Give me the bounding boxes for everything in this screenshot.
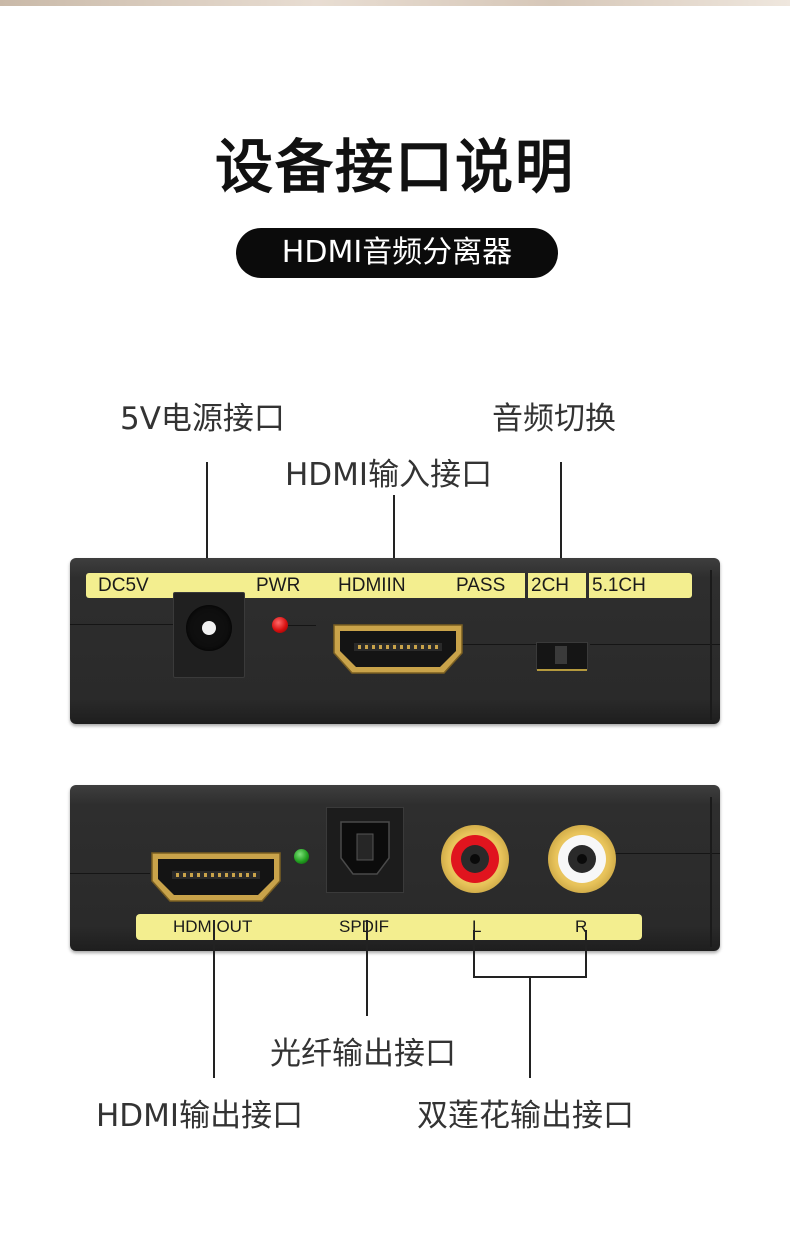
callout-hdmi-out-port: HDMI输出接口 <box>96 1098 304 1134</box>
panel-seam <box>610 853 720 854</box>
callout-optical-out-port: 光纤输出接口 <box>270 1036 456 1072</box>
callout-audio-switch: 音频切换 <box>492 401 616 437</box>
rear-label-strip: HDMIOUT SPDIF L R <box>136 914 642 940</box>
signal-led <box>294 849 309 864</box>
callout-hdmi-in-port: HDMI输入接口 <box>285 457 493 493</box>
leader-line-rca-stem <box>529 976 531 1078</box>
label-hdmi-in: HDMIIN <box>338 575 406 596</box>
audio-mode-switch[interactable] <box>536 642 588 671</box>
page-title: 设备接口说明 <box>214 133 575 201</box>
rca-left-jack[interactable] <box>441 825 509 893</box>
rca-left-pin <box>470 854 480 864</box>
label-right: R <box>575 917 588 936</box>
optical-socket-icon <box>340 821 390 875</box>
power-led <box>272 617 288 633</box>
front-label-strip: DC5V PWR HDMIIN PASS 2CH 5.1CH <box>86 573 692 598</box>
panel-seam <box>460 644 540 645</box>
leader-line-rca-left <box>473 930 475 978</box>
panel-edge <box>710 797 712 947</box>
label-pass: PASS <box>456 575 506 596</box>
panel-seam <box>288 625 316 626</box>
leader-line-switch <box>560 462 562 648</box>
rca-left-center <box>461 845 489 873</box>
label-5-1ch: 5.1CH <box>592 575 646 596</box>
rca-right-pin <box>577 854 587 864</box>
rear-panel: HDMIOUT SPDIF L R <box>70 785 720 951</box>
leader-line-optical <box>366 920 368 1016</box>
top-photo-strip <box>0 0 790 6</box>
switch-knob[interactable] <box>555 646 567 664</box>
dc-jack-socket <box>186 605 232 651</box>
callout-rca-out-port: 双莲花输出接口 <box>417 1098 634 1134</box>
panel-seam <box>590 644 720 645</box>
label-pwr: PWR <box>256 575 301 596</box>
strip-divider <box>586 573 589 598</box>
rca-right-jack[interactable] <box>548 825 616 893</box>
rca-left-ring <box>451 835 499 883</box>
label-dc5v: DC5V <box>98 575 149 596</box>
leader-line-hdmi-in <box>393 495 395 617</box>
rca-right-ring <box>558 835 606 883</box>
leader-line-rca-right <box>585 930 587 978</box>
label-left: L <box>472 917 482 936</box>
label-2ch: 2CH <box>531 575 570 596</box>
callout-power-port: 5V电源接口 <box>120 401 285 437</box>
panel-edge <box>710 570 712 720</box>
dc-power-jack[interactable] <box>173 592 245 678</box>
product-name-badge: HDMI音频分离器 <box>236 228 558 278</box>
panel-seam <box>70 873 150 874</box>
leader-line-hdmi-out <box>213 920 215 1078</box>
switch-edge <box>537 669 587 671</box>
panel-seam <box>70 624 180 625</box>
rca-right-center <box>568 845 596 873</box>
hdmi-in-port[interactable] <box>332 623 464 675</box>
strip-divider <box>525 573 528 598</box>
spdif-optical-port[interactable] <box>326 807 404 893</box>
leader-line-power <box>206 462 208 622</box>
dc-jack-pin <box>202 621 216 635</box>
label-hdmi-out: HDMIOUT <box>173 914 252 940</box>
hdmi-out-port[interactable] <box>150 851 282 903</box>
label-spdif: SPDIF <box>339 917 390 936</box>
front-panel: DC5V PWR HDMIIN PASS 2CH 5.1CH <box>70 558 720 724</box>
